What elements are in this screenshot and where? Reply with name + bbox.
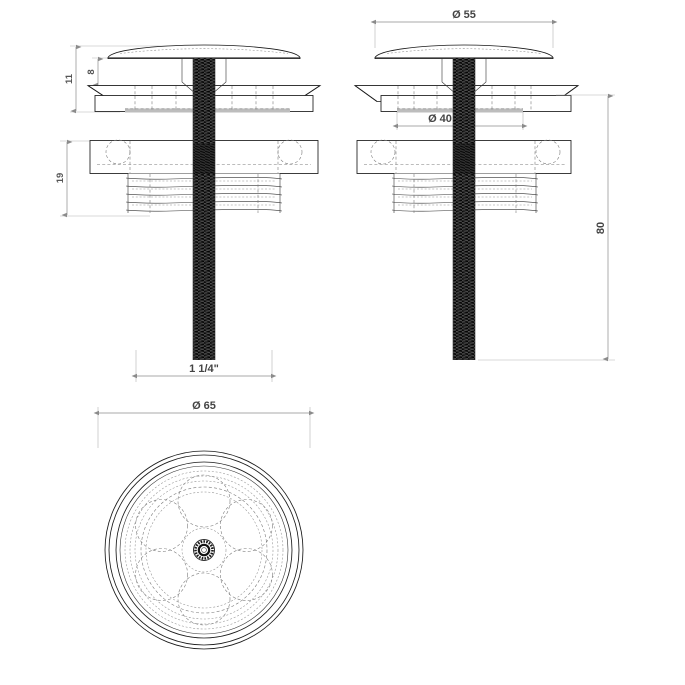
plan-thread-ring-4 — [140, 486, 268, 614]
front-elevation-left-view: 11 8 19 — [55, 44, 322, 382]
dimension-1-1-4: 1 1/4" — [131, 350, 277, 382]
right-body-hole-right — [535, 139, 561, 165]
plan-petal-3 — [220, 548, 273, 601]
plan-view-bottom: Ø 65 — [93, 400, 315, 650]
dimension-65-label: Ø 65 — [192, 400, 216, 412]
left-cap-assembly — [107, 44, 301, 60]
plan-petal-4 — [177, 572, 231, 626]
dimension-55-label: Ø 55 — [452, 9, 476, 21]
dimension-19: 19 — [55, 139, 73, 218]
right-threaded-rod — [452, 58, 476, 360]
plan-petal-1 — [177, 474, 231, 528]
left-threaded-rod — [192, 58, 216, 360]
plan-ring-outer-3 — [115, 461, 293, 639]
plan-petal-6 — [135, 499, 188, 552]
dimension-8: 8 — [86, 56, 104, 88]
dimension-11-label: 11 — [64, 73, 75, 84]
left-rod-mid — [193, 144, 215, 174]
right-cap-dome — [374, 44, 554, 60]
dimension-11: 11 — [64, 44, 82, 114]
dimension-80: 80 — [478, 93, 615, 362]
right-flat-plate — [380, 95, 572, 113]
plan-thread-ring-5 — [145, 491, 263, 609]
plan-thread-rings — [124, 470, 284, 630]
dimension-55: Ø 55 — [370, 9, 558, 48]
left-cap-stem-hidden — [181, 58, 227, 95]
plan-petal-group — [135, 474, 273, 626]
right-rod-upper — [453, 58, 475, 144]
plan-petal-5 — [135, 548, 188, 601]
dimension-80-label: 80 — [595, 222, 607, 234]
dimension-65: Ø 65 — [93, 400, 315, 448]
plan-ring-outer-4 — [119, 465, 289, 635]
left-cap-dome — [107, 44, 301, 60]
dimension-8-label: 8 — [86, 69, 97, 74]
right-rod-mid — [453, 144, 475, 174]
left-plate-hidden-lines — [125, 96, 290, 111]
right-cap-assembly — [374, 44, 554, 60]
right-rod-lower — [453, 174, 475, 360]
plan-ring-outer-2 — [108, 454, 300, 646]
plan-hub-group — [181, 527, 227, 573]
dimension-1-1-4-label: 1 1/4" — [189, 363, 219, 375]
right-cap-inner-hidden — [386, 48, 542, 54]
right-cap-stem-hidden — [441, 58, 487, 95]
plan-hub-centre-hole — [201, 547, 207, 553]
left-cap-inner-hidden — [119, 48, 289, 54]
plan-hub-outer-dash — [181, 527, 227, 573]
left-rod-lower — [193, 174, 215, 360]
dimension-19-label: 19 — [55, 173, 66, 184]
left-thread-crests — [125, 174, 283, 213]
plan-petal-2 — [220, 499, 273, 552]
dimension-40-label: Ø 40 — [428, 113, 452, 125]
right-body-hole-left — [370, 139, 396, 165]
plan-thread-ring-3 — [134, 480, 274, 620]
left-rod-upper — [193, 58, 215, 144]
plan-thread-ring-2 — [129, 475, 279, 625]
plan-thread-ring-1 — [124, 470, 284, 630]
front-elevation-right-view: Ø 55 — [353, 9, 615, 362]
